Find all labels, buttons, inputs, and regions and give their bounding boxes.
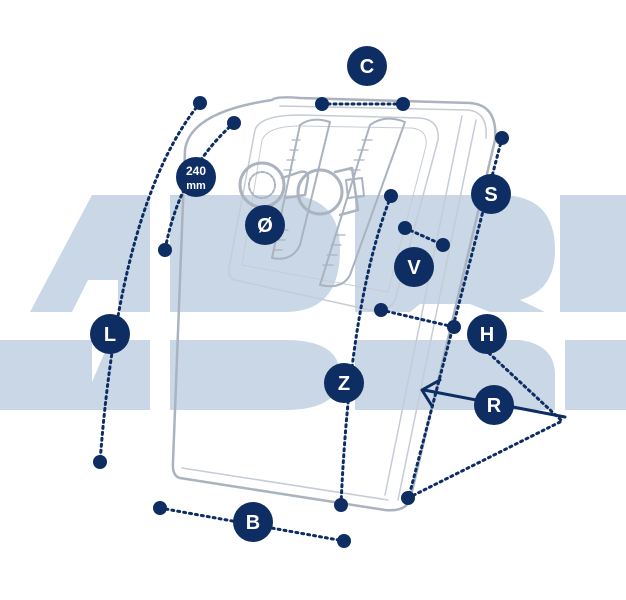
dim-line-Z [339,194,393,507]
mudguard-icon [171,96,497,512]
right-clamp-ring [296,168,344,216]
label-H-text: H [480,324,494,346]
endpoint-Z-top [384,189,398,203]
mudguard-pocket-inner [241,125,427,293]
endpoint-B-right [337,534,351,548]
endpoint-H-right [447,320,461,334]
mudguard-rib-2 [397,119,477,501]
endpoint-L-top [193,96,207,110]
endpoint-V-right [436,238,450,252]
endpoint-240-bottom [158,243,172,257]
dimension-labels: C 240 mm S Ø V L [90,46,514,542]
endpoint-S-top [495,131,509,145]
endpoint-H-left [374,303,388,317]
label-R: R [474,385,514,425]
dim-line-L [98,101,202,464]
endpoint-B-left [153,501,167,515]
watermark-logo [0,195,626,410]
endpoint-240-top [227,116,241,130]
label-L-text: L [104,324,116,346]
right-bracket-teeth [322,139,373,266]
mudguard-rib-1 [384,115,463,496]
mudguard-bottom-lip [181,467,389,501]
label-diameter-text: Ø [257,215,273,237]
label-diameter: Ø [245,205,285,245]
label-B-text: B [246,512,260,534]
label-size-value: 240 [186,164,206,178]
label-V-text: V [407,257,421,279]
label-size-240mm: 240 mm [176,157,216,197]
label-S: S [471,174,511,214]
left-clamp-ring-inner [248,171,276,199]
endpoint-V-left [398,221,412,235]
right-bracket-rail [319,117,406,288]
endpoint-L-bottom [93,455,107,469]
label-Z: Z [324,363,364,403]
label-L: L [90,314,130,354]
endpoint-C-left [315,97,329,111]
label-V: V [394,247,434,287]
left-bracket-rail [271,118,331,260]
label-Z-text: Z [338,373,350,395]
dim-line-R [406,341,565,500]
label-S-text: S [484,184,497,206]
label-B: B [233,502,273,542]
dimension-endpoints [93,96,509,548]
right-clamp-bolt [333,166,360,217]
mudguard-body-outline [171,96,497,512]
label-C: C [347,46,387,86]
dim-line-H [379,308,456,329]
label-size-unit: mm [186,180,206,192]
mudguard-pocket [228,114,439,312]
watermark-band-bottom [0,340,626,410]
label-H: H [467,314,507,354]
label-R-text: R [487,395,502,417]
right-clamp-block [345,177,365,199]
mudguard-top-edge [279,105,487,139]
label-C-text: C [360,56,374,78]
endpoint-S-bottom [401,491,415,505]
radius-arrow-head [420,378,442,408]
endpoint-C-right [396,97,410,111]
endpoint-Z-bottom [334,498,348,512]
